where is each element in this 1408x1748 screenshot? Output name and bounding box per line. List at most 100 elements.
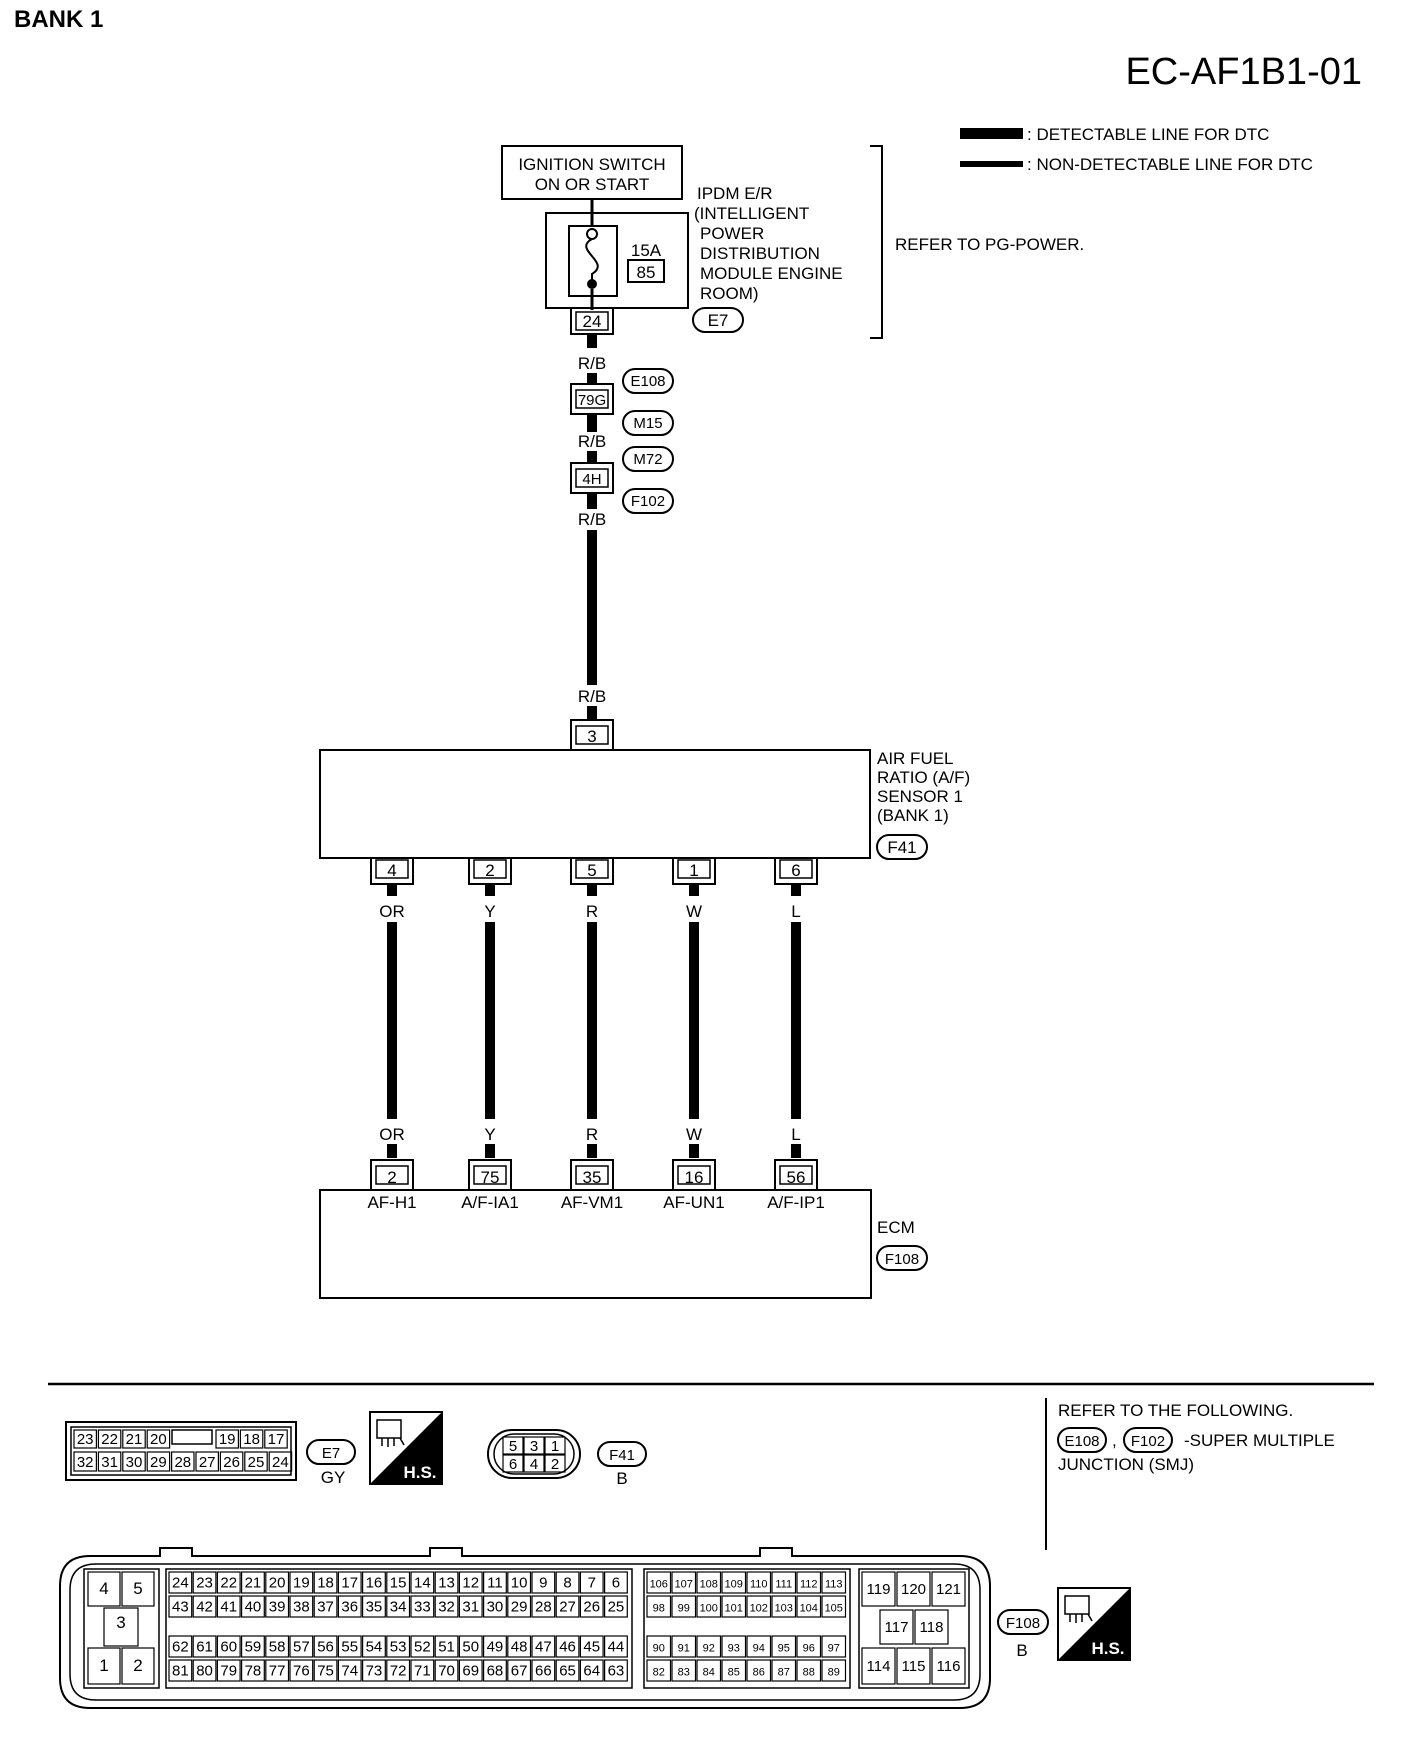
f108-pin-label: 49 [487, 1639, 504, 1656]
f108-pin-label: 99 [678, 1603, 690, 1615]
ignition-switch-box: IGNITION SWITCH ON OR START [501, 145, 683, 200]
f108-pin-label: 76 [293, 1663, 310, 1680]
f108-pin-label: 71 [414, 1663, 431, 1680]
f108-pin-label: 30 [487, 1599, 504, 1616]
f108-pin-label: 120 [901, 1581, 926, 1598]
svg-text:E7: E7 [708, 311, 729, 330]
f41-badge: F41 B [597, 1441, 647, 1488]
f108-pin [362, 1571, 386, 1594]
f108-pin [241, 1635, 265, 1658]
f108-badge: F108 B [997, 1609, 1049, 1660]
section-title: BANK 1 [14, 6, 103, 33]
hs-badge-2: H.S. [1057, 1587, 1131, 1661]
f108-pin [721, 1595, 747, 1618]
e7-pin-label: 17 [268, 1431, 285, 1448]
f108-pin [531, 1635, 556, 1658]
f108-pin-label: 35 [366, 1599, 383, 1616]
f108-pin [483, 1571, 507, 1594]
f108-pin-label: 83 [678, 1667, 690, 1679]
f108-pin-label: 22 [220, 1575, 237, 1592]
f108-pin-label: 74 [341, 1663, 358, 1680]
svg-text:F102: F102 [1131, 1433, 1165, 1450]
f108-pin [579, 1595, 604, 1618]
svg-text:DISTRIBUTION: DISTRIBUTION [700, 244, 820, 263]
e7-pin [122, 1429, 146, 1449]
ecm-signal-label: AF-UN1 [663, 1193, 724, 1212]
f108-pin-label: 32 [438, 1599, 455, 1616]
feed-color-4: R/B [578, 687, 606, 706]
e7-pin-label: 27 [199, 1454, 216, 1471]
f108-pin [168, 1635, 193, 1658]
svg-text:H.S.: H.S. [1091, 1639, 1124, 1658]
ecm-signal-label: A/F-IA1 [461, 1193, 519, 1212]
f108-pin-label: 41 [220, 1599, 237, 1616]
f108-pin [121, 1571, 155, 1607]
e7-pin [146, 1451, 171, 1472]
legend-detectable-line [960, 128, 1023, 139]
f108-pin-label: 52 [414, 1639, 431, 1656]
svg-text:RATIO (A/F): RATIO (A/F) [877, 768, 970, 787]
f108-pin-label: 64 [583, 1663, 600, 1680]
f108-pin-label: 82 [653, 1667, 665, 1679]
f108-pin-label: 106 [650, 1579, 668, 1591]
refer-following: REFER TO THE FOLLOWING. E108 , F102 -SUP… [1057, 1401, 1335, 1474]
connector-hand-icon [376, 1419, 402, 1439]
sensor-pin-label: 2 [485, 861, 494, 880]
f108-pin-label: 84 [703, 1667, 715, 1679]
f108-pin [796, 1659, 822, 1682]
f108-pin [796, 1595, 822, 1618]
svg-text:M15: M15 [633, 415, 662, 432]
ecm-pin-label: 75 [481, 1168, 500, 1187]
ecm-pin-label: 2 [387, 1168, 396, 1187]
f108-pin-label: 93 [728, 1643, 740, 1655]
f108-pin [721, 1659, 747, 1682]
f108-pin [821, 1659, 847, 1682]
wire-color-top: W [686, 902, 702, 921]
f108-pin [192, 1571, 217, 1594]
f108-pin-label: 46 [559, 1639, 576, 1656]
e7-pin [73, 1429, 97, 1449]
f108-pin-label: 12 [462, 1575, 479, 1592]
f108-pin-label: 11 [487, 1575, 503, 1592]
e7-pin-label: 28 [174, 1454, 191, 1471]
e7-blank-slot [171, 1429, 213, 1445]
f108-pin [265, 1571, 290, 1594]
f108-pin [507, 1571, 532, 1594]
f108-pin [603, 1595, 628, 1618]
f108-pin-label: 36 [341, 1599, 358, 1616]
f108-pin-label: 75 [317, 1663, 334, 1680]
f108-pin-label: 78 [245, 1663, 262, 1680]
f108-pin [879, 1609, 914, 1645]
f108-pin-label: 31 [462, 1599, 479, 1616]
f41-pin [523, 1454, 545, 1473]
e7-pin [122, 1451, 146, 1472]
f108-pin-label: 26 [583, 1599, 600, 1616]
f108-pin [603, 1635, 628, 1658]
svg-text:-SUPER MULTIPLE: -SUPER MULTIPLE [1184, 1431, 1335, 1450]
f108-pin [646, 1659, 672, 1682]
f108-pin [746, 1659, 772, 1682]
f108-pin [386, 1659, 411, 1682]
f108-pin-label: 48 [511, 1639, 528, 1656]
sensor-ecm-wires: 4OROR2AF-H12YY75A/F-IA15RR35AF-VM11WW16A… [367, 857, 825, 1212]
badge-f102: F102 [622, 488, 674, 514]
f108-pin-label: 50 [462, 1639, 479, 1656]
e7-pin [97, 1429, 122, 1449]
f108-pin-label: 44 [608, 1639, 625, 1656]
wire-color-bottom: L [791, 1125, 800, 1144]
f108-pin-label: 43 [172, 1599, 189, 1616]
e7-pin-label: 32 [77, 1454, 94, 1471]
f108-pin [216, 1635, 241, 1658]
svg-text:79G: 79G [578, 392, 606, 409]
badge-m15: M15 [622, 410, 674, 436]
f41-pin [502, 1454, 524, 1473]
ecm: ECM F108 [319, 1189, 928, 1299]
f108-pin [771, 1635, 797, 1658]
e7-pin [146, 1429, 171, 1449]
f108-pin-label: 53 [390, 1639, 407, 1656]
f108-pin-label: 39 [269, 1599, 286, 1616]
f108-pin [483, 1659, 507, 1682]
svg-text:JUNCTION (SMJ): JUNCTION (SMJ) [1058, 1455, 1194, 1474]
